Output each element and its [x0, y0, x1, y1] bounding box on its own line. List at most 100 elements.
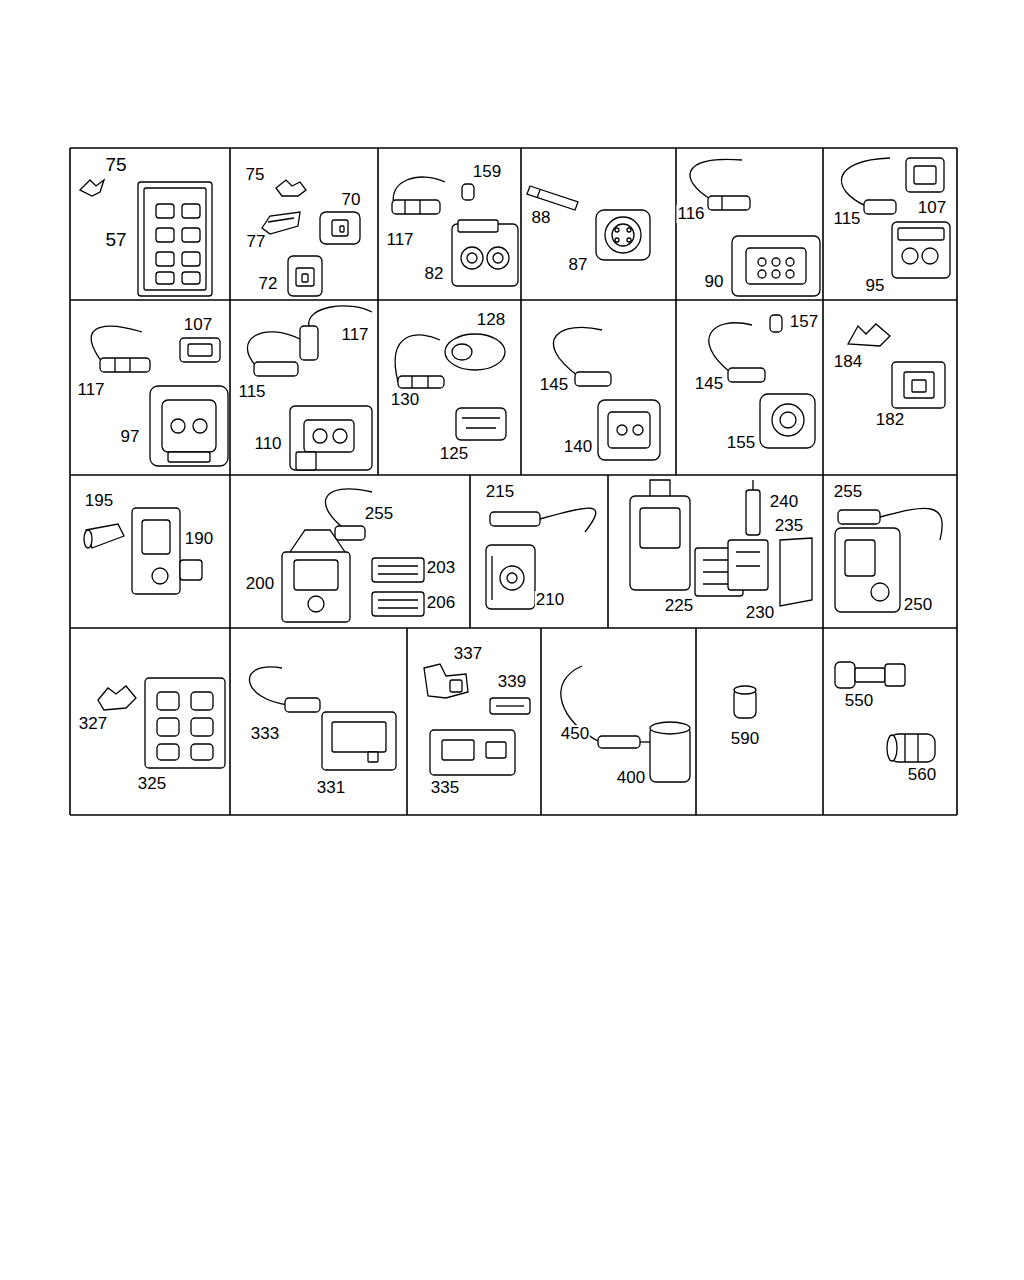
part-drawing	[452, 344, 472, 360]
part-drawing	[445, 334, 505, 370]
part-drawing	[156, 272, 174, 284]
part-drawing	[758, 258, 766, 266]
callout-number: 255	[833, 483, 863, 501]
callout-number: 230	[745, 604, 775, 622]
part-drawing	[304, 420, 354, 452]
part-drawing	[491, 556, 492, 600]
part-drawing	[892, 222, 950, 278]
callout-number: 97	[120, 428, 141, 446]
part-drawing	[630, 496, 690, 590]
grid-line	[956, 148, 958, 815]
part-drawing	[598, 400, 660, 460]
part-drawing	[340, 226, 344, 232]
part-drawing	[905, 734, 918, 762]
part-drawing	[906, 158, 944, 192]
callout-number: 331	[316, 779, 346, 797]
part-drawing	[721, 196, 722, 210]
callout-number: 335	[430, 779, 460, 797]
part-drawing	[156, 228, 174, 242]
part-drawing	[313, 429, 327, 443]
grid-line	[229, 148, 231, 300]
part-drawing	[540, 508, 596, 532]
part-drawing	[290, 406, 372, 470]
part-drawing	[575, 372, 611, 386]
part-drawing	[398, 376, 444, 388]
grid-line	[377, 300, 379, 475]
part-drawing	[290, 530, 345, 552]
part-drawing	[288, 256, 322, 296]
part-drawing	[746, 248, 806, 284]
callout-number: 450	[560, 725, 590, 743]
part-drawing	[486, 742, 506, 758]
part-drawing	[887, 735, 897, 761]
part-drawing	[640, 741, 650, 742]
part-drawing	[182, 252, 200, 266]
callout-number: 117	[340, 326, 369, 344]
part-drawing	[282, 552, 350, 622]
part-drawing	[490, 698, 530, 714]
callout-number: 195	[84, 492, 114, 510]
part-drawing	[760, 394, 815, 448]
grid-line	[69, 148, 71, 815]
callout-number: 107	[917, 199, 947, 217]
part-drawing	[772, 404, 804, 436]
part-drawing	[487, 247, 509, 269]
callout-number: 145	[694, 375, 724, 393]
callout-number: 77	[246, 233, 267, 251]
part-drawing	[537, 190, 540, 198]
part-drawing	[650, 480, 670, 496]
callout-number: 333	[250, 725, 280, 743]
part-drawing	[486, 545, 535, 609]
part-drawing	[885, 664, 905, 686]
part-drawing	[156, 204, 174, 218]
callout-number: 90	[704, 273, 725, 291]
part-drawing	[770, 315, 782, 332]
part-drawing	[182, 228, 200, 242]
callout-number: 95	[865, 277, 886, 295]
part-drawing	[845, 540, 875, 576]
part-drawing	[835, 528, 900, 612]
part-drawing	[150, 386, 228, 466]
part-drawing	[462, 418, 500, 428]
part-drawing	[690, 159, 742, 200]
callout-number: 550	[844, 692, 874, 710]
part-drawing	[507, 573, 517, 583]
callout-number: 72	[258, 275, 279, 293]
callout-number: 400	[616, 769, 646, 787]
part-drawing	[452, 224, 518, 286]
callout-number: 159	[472, 163, 502, 181]
part-drawing	[145, 678, 225, 768]
part-drawing	[84, 530, 92, 548]
part-drawing	[650, 722, 690, 734]
callout-number: 117	[76, 381, 105, 399]
grid-line	[229, 300, 231, 475]
part-drawing	[640, 508, 680, 548]
part-drawing	[156, 252, 174, 266]
callout-number: 560	[907, 766, 937, 784]
part-drawing	[247, 332, 302, 366]
grid-line	[377, 148, 379, 300]
part-drawing	[835, 662, 855, 688]
part-drawing	[335, 526, 365, 540]
part-drawing	[904, 372, 934, 398]
callout-number: 157	[789, 313, 819, 331]
part-drawing	[615, 228, 619, 232]
part-drawing	[180, 560, 202, 580]
grid-line	[229, 628, 231, 815]
callout-number: 200	[245, 575, 275, 593]
part-drawing	[902, 248, 918, 264]
callout-number: 215	[485, 483, 515, 501]
part-drawing	[848, 324, 890, 346]
part-drawing	[871, 583, 889, 601]
part-drawing	[378, 566, 418, 574]
callout-number: 110	[253, 435, 282, 453]
part-drawing	[461, 247, 483, 269]
part-drawing	[841, 158, 890, 206]
callout-number: 190	[184, 530, 214, 548]
part-drawing	[132, 508, 180, 594]
grid-line	[540, 628, 542, 815]
part-drawing	[442, 740, 474, 760]
part-drawing	[157, 692, 179, 710]
part-drawing	[157, 744, 179, 760]
